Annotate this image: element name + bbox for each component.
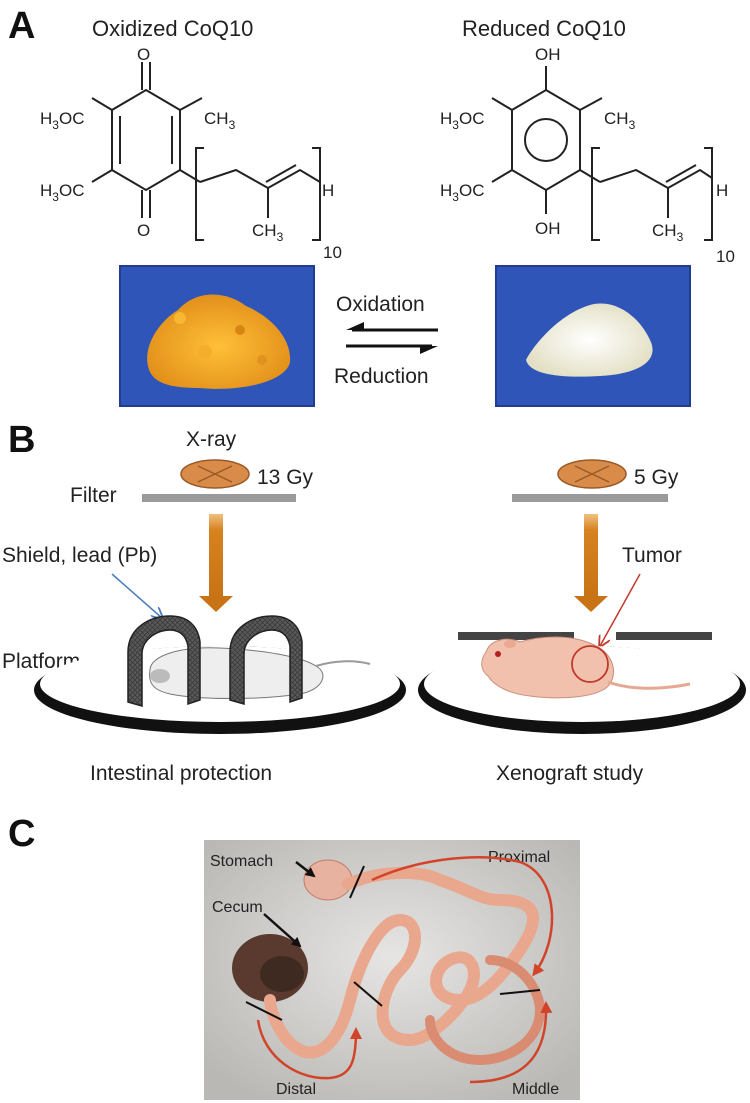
- oxidation-label: Oxidation: [336, 293, 425, 316]
- xray-source-left: [180, 459, 250, 489]
- right-caption: Xenograft study: [496, 762, 644, 785]
- ox-repeat: 10: [323, 243, 342, 262]
- proximal-arrow: [371, 856, 554, 977]
- cecum-arrow: [263, 913, 302, 948]
- lead-bar-left: [458, 632, 574, 640]
- red-end-h: H: [716, 181, 728, 200]
- red-methoxy-top: H3OC: [440, 109, 484, 132]
- red-oh-top: OH: [535, 45, 561, 64]
- reduced-coq10-structure: [491, 66, 713, 241]
- oxidized-coq10-structure: [91, 62, 321, 241]
- xray-beam-left: [199, 514, 233, 612]
- lead-shield-left: [127, 615, 201, 707]
- shield-pointer-arrow: [111, 573, 162, 618]
- ox-o-top: O: [137, 45, 150, 64]
- red-chain-methyl: CH3: [652, 221, 684, 244]
- xray-label: X-ray: [186, 428, 237, 451]
- stomach-arrow: [295, 861, 316, 878]
- ox-chain-methyl: CH3: [252, 221, 284, 244]
- oxidized-title: Oxidized CoQ10: [92, 16, 253, 41]
- middle-arrow: [469, 1001, 553, 1084]
- proximal-label: Proximal: [488, 849, 550, 866]
- tumor-label: Tumor: [622, 544, 682, 567]
- nude-mouse: [481, 636, 691, 699]
- distal-label: Distal: [276, 1081, 316, 1098]
- filter-left: [142, 494, 296, 502]
- ox-end-h: H: [322, 181, 334, 200]
- redox-equilibrium-arrows: [346, 322, 438, 354]
- red-oh-bottom: OH: [535, 219, 561, 238]
- panel-a-letter: A: [8, 5, 35, 47]
- shield-label: Shield, lead (Pb): [2, 544, 157, 567]
- filter-right: [512, 494, 668, 502]
- panel-c-letter: C: [8, 813, 35, 855]
- xray-source-right: [557, 459, 627, 489]
- tumor-circle: [571, 645, 609, 683]
- reduced-powder-photo: [495, 265, 691, 407]
- dose-left: 13 Gy: [257, 466, 314, 489]
- ox-methoxy-bottom: H3OC: [40, 181, 84, 204]
- tumor-pointer-arrow: [600, 573, 641, 646]
- middle-label: Middle: [512, 1081, 559, 1098]
- xray-beam-right: [574, 514, 608, 612]
- filter-label: Filter: [70, 484, 117, 507]
- left-caption: Intestinal protection: [90, 762, 272, 785]
- intestine-photo: [204, 840, 580, 1100]
- ox-methyl: CH3: [204, 109, 236, 132]
- reduced-title: Reduced CoQ10: [462, 16, 626, 41]
- red-repeat: 10: [716, 247, 735, 266]
- reduction-label: Reduction: [334, 365, 429, 388]
- ox-methoxy-top: H3OC: [40, 109, 84, 132]
- cecum-label: Cecum: [212, 899, 263, 916]
- panel-b-letter: B: [8, 419, 35, 461]
- oxidized-powder-photo: [119, 265, 315, 407]
- red-methyl: CH3: [604, 109, 636, 132]
- distal-arrow: [256, 1019, 362, 1080]
- lead-bar-right: [616, 632, 712, 640]
- red-methoxy-bottom: H3OC: [440, 181, 484, 204]
- lead-shield-right: [229, 615, 303, 705]
- ox-o-bottom: O: [137, 221, 150, 240]
- stomach-label: Stomach: [210, 853, 273, 870]
- dose-right: 5 Gy: [634, 466, 679, 489]
